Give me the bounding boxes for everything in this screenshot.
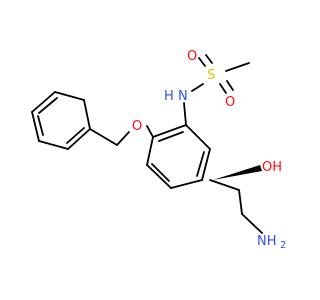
bond	[146, 125, 154, 138]
double-bond	[219, 83, 227, 94]
double-bond	[198, 57, 206, 67]
double-bond	[196, 151, 205, 177]
double-bond	[205, 54, 213, 64]
atom-label-o: O	[225, 95, 235, 110]
double-bond	[158, 131, 184, 142]
double-bond	[38, 97, 58, 114]
bond	[146, 164, 172, 189]
bond	[31, 111, 40, 142]
double-bond	[66, 127, 85, 144]
bond	[185, 124, 211, 150]
bond	[116, 131, 130, 146]
double-bond	[151, 163, 170, 182]
bond	[238, 189, 243, 215]
bond	[67, 128, 91, 150]
wedge-bond	[213, 165, 262, 180]
bond	[146, 136, 154, 166]
bond	[241, 213, 263, 234]
bond	[54, 91, 85, 101]
atom-label-oh: OH	[262, 160, 282, 175]
molecule-structure: S O O N H O OH NH 2	[31, 49, 286, 251]
bond	[89, 128, 118, 146]
bond	[83, 99, 91, 130]
bond	[191, 83, 204, 92]
atom-label-nh2-subscript: 2	[280, 240, 286, 251]
benzyl-ring	[31, 91, 91, 150]
central-ring	[146, 124, 211, 189]
bond	[201, 148, 211, 181]
double-bond	[37, 115, 44, 136]
bond	[152, 124, 187, 138]
atom-label-h: H	[164, 89, 174, 104]
double-bond	[226, 80, 234, 91]
bond	[209, 179, 240, 191]
bond	[225, 62, 250, 72]
bond	[31, 91, 56, 113]
atom-label-s: S	[207, 68, 215, 83]
bond	[170, 179, 203, 189]
bond	[38, 140, 69, 150]
atom-label-o: O	[132, 119, 142, 134]
atom-label-o: O	[187, 49, 197, 64]
atom-label-n: N	[178, 89, 188, 104]
atom-label-nh2: NH	[257, 234, 277, 249]
bond	[183, 102, 187, 126]
